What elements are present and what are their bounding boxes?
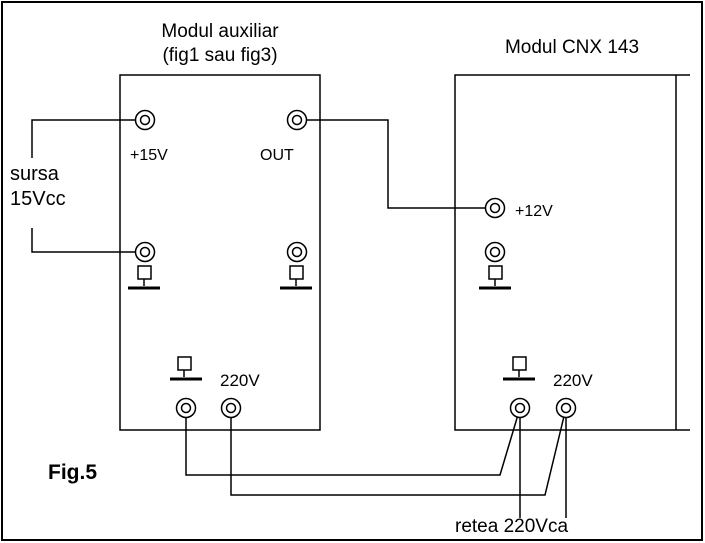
ground-icon [479,265,511,290]
label-220v-aux: 220V [220,371,260,390]
jack-aux-ground-right [286,241,308,263]
jack-aux-220v-1 [175,397,197,419]
ground-icon [503,356,535,381]
aux-title-line1: Modul auxiliar [161,21,279,42]
jack-aux-15v [134,109,156,131]
cnx-title: Modul CNX 143 [505,37,639,58]
label-retea: retea 220Vca [455,516,568,537]
jack-cnx-12v [484,197,506,219]
jack-aux-220v-2 [220,397,242,419]
wire-mains-1 [185,407,521,476]
label-out: OUT [260,147,294,164]
wire-supply-ground [31,228,145,253]
jack-cnx-220v-1 [509,397,531,419]
ground-icon [128,265,160,290]
label-sursa-line1: sursa [10,163,60,185]
ground-icon [280,265,312,290]
label-220v-cnx: 220V [553,371,593,390]
jack-cnx-220v-2 [555,397,577,419]
jack-aux-ground-left [134,241,156,263]
figure-label: Fig.5 [48,461,97,484]
jack-cnx-ground [484,241,506,263]
wire-supply-plus [31,119,145,158]
jack-aux-out [286,109,308,131]
cnx-module-box [454,74,690,431]
wires [31,119,567,518]
aux-title-line2: (fig1 sau fig3) [162,45,277,66]
ground-icon [170,356,202,381]
label-sursa-line2: 15Vcc [10,188,66,210]
wire-out-to-12v [297,119,495,209]
label-plus15v: +15V [130,147,168,164]
label-plus12v: +12V [515,203,553,220]
wire-mains-2 [230,407,567,496]
